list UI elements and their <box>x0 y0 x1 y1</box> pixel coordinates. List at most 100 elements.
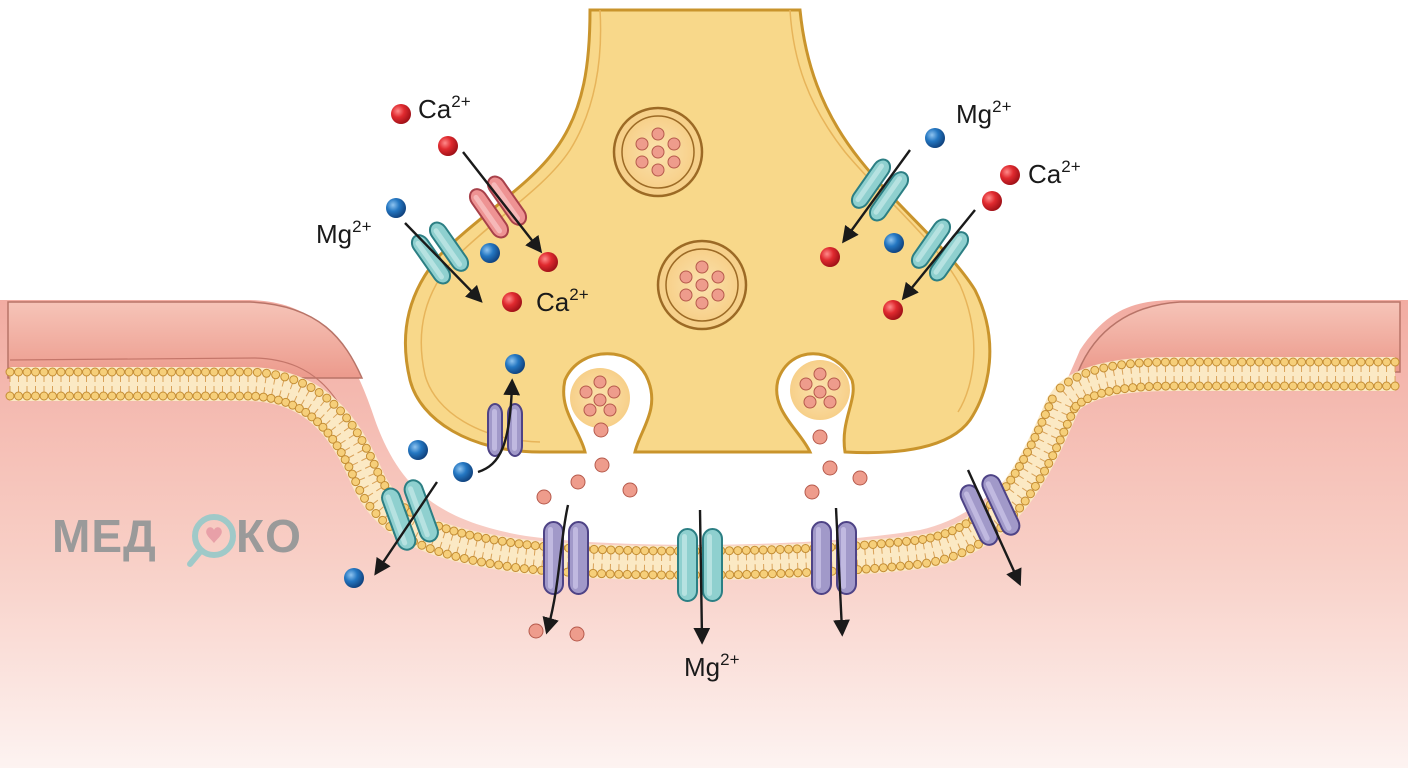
lipid-head <box>323 394 331 402</box>
lipid-head <box>185 368 193 376</box>
lipid-head <box>657 571 665 579</box>
lipid-head <box>1170 382 1178 390</box>
neurotransmitter-dot <box>712 289 724 301</box>
channel-subunit <box>569 522 588 594</box>
lipid-head <box>259 393 267 401</box>
lipid-head <box>315 388 323 396</box>
lipid-head <box>272 371 280 379</box>
lipid-head <box>1315 382 1323 390</box>
lipid-head <box>1306 358 1314 366</box>
lipid-head <box>1161 358 1169 366</box>
lipid-head <box>949 552 957 560</box>
magnesium-ion <box>344 568 364 588</box>
lipid-head <box>1238 358 1246 366</box>
lipid-head <box>615 570 623 578</box>
lipid-head <box>6 368 14 376</box>
neurotransmitter-dot <box>652 164 664 176</box>
lipid-head <box>159 392 167 400</box>
lipid-head <box>426 545 434 553</box>
channel-highlight <box>512 409 517 451</box>
lipid-head <box>40 392 48 400</box>
lipid-head <box>362 444 370 452</box>
neurotransmitter-dot <box>529 624 543 638</box>
neurotransmitter-dot <box>652 128 664 140</box>
lipid-head <box>649 547 657 555</box>
lipid-head <box>1340 382 1348 390</box>
lipid-head <box>66 392 74 400</box>
lipid-head <box>1306 382 1314 390</box>
lipid-head <box>1105 387 1113 395</box>
lipid-head <box>1026 490 1034 498</box>
neurotransmitter-dot <box>636 138 648 150</box>
neurotransmitter-dot <box>652 146 664 158</box>
lipid-head <box>606 570 614 578</box>
label-mg-left: Mg2+ <box>316 217 372 249</box>
lipid-head <box>1213 382 1221 390</box>
lipid-head <box>193 368 201 376</box>
fusing-vesicle <box>790 360 850 420</box>
watermark-text-left: МЕД <box>52 510 157 562</box>
lipid-head <box>442 525 450 533</box>
lipid-head <box>6 392 14 400</box>
lipid-head <box>734 571 742 579</box>
neurotransmitter-dot <box>594 376 606 388</box>
calcium-ion <box>502 292 522 312</box>
lipid-head <box>888 563 896 571</box>
lipid-head <box>1034 426 1042 434</box>
lipid-head <box>1366 382 1374 390</box>
lipid-head <box>632 547 640 555</box>
lipid-head <box>1374 358 1382 366</box>
lipid-head <box>1247 382 1255 390</box>
lipid-head <box>926 534 934 542</box>
lipid-head <box>151 392 159 400</box>
lipid-head <box>941 555 949 563</box>
lipid-head <box>512 564 520 572</box>
neurotransmitter-dot <box>800 378 812 390</box>
lipid-head <box>263 369 271 377</box>
lipid-head <box>1179 382 1187 390</box>
lipid-head <box>159 368 167 376</box>
lipid-head <box>356 486 364 494</box>
lipid-head <box>503 562 511 570</box>
lipid-head <box>615 546 623 554</box>
neurotransmitter-dot <box>668 156 680 168</box>
lipid-head <box>923 559 931 567</box>
lipid-head <box>861 541 869 549</box>
lipid-head <box>83 368 91 376</box>
neurotransmitter-dot <box>696 297 708 309</box>
lipid-head <box>370 460 378 468</box>
channel-highlight <box>841 527 846 589</box>
channel-subunit <box>812 522 831 594</box>
lipid-head <box>1091 366 1099 374</box>
lipid-head <box>100 368 108 376</box>
calcium-ion <box>1000 165 1020 185</box>
lipid-head <box>358 436 366 444</box>
lipid-head <box>902 537 910 545</box>
lipid-head <box>911 537 919 545</box>
lipid-head <box>1221 382 1229 390</box>
lipid-head <box>236 392 244 400</box>
label-ca-right: Ca2+ <box>1028 157 1081 189</box>
lipid-head <box>1118 361 1126 369</box>
lipid-head <box>379 516 387 524</box>
lipid-head <box>1340 358 1348 366</box>
lipid-head <box>914 560 922 568</box>
lipid-head <box>1056 384 1064 392</box>
neurotransmitter-dot <box>570 627 584 641</box>
lipid-head <box>348 470 356 478</box>
lipid-head <box>624 546 632 554</box>
neurotransmitter-dot <box>805 485 819 499</box>
lipid-head <box>108 368 116 376</box>
lipid-head <box>443 550 451 558</box>
calcium-ion <box>438 136 458 156</box>
lipid-head <box>1036 475 1044 483</box>
lipid-head <box>760 570 768 578</box>
lipid-head <box>1179 358 1187 366</box>
lipid-head <box>919 535 927 543</box>
lipid-head <box>1041 411 1049 419</box>
neurotransmitter-dot <box>696 261 708 273</box>
lipid-head <box>1031 433 1039 441</box>
lipid-head <box>1031 482 1039 490</box>
lipid-head <box>1126 360 1134 368</box>
lipid-head <box>1038 418 1046 426</box>
